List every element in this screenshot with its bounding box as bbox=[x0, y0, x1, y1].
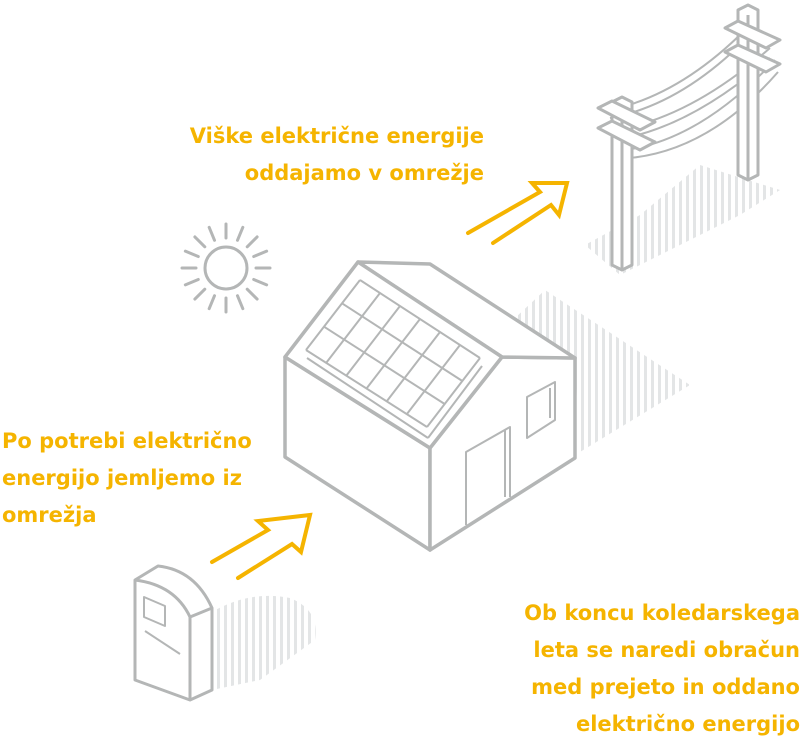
caption-line: energijo jemljemo iz bbox=[2, 466, 242, 490]
meter-shadow bbox=[212, 595, 316, 690]
caption-line: električno energijo bbox=[575, 712, 800, 736]
panel-grid-line bbox=[305, 349, 428, 428]
sun-ray bbox=[252, 277, 269, 287]
sun-ray bbox=[193, 235, 207, 249]
panel-grid-line bbox=[325, 292, 381, 364]
panel-grid-line bbox=[385, 331, 441, 402]
panel-grid-line bbox=[365, 318, 421, 390]
sun-ray bbox=[183, 249, 200, 259]
power-pole-icon bbox=[596, 3, 782, 272]
panel-grid-line bbox=[345, 305, 401, 377]
pole-shadow bbox=[585, 165, 780, 275]
caption-line: leta se naredi obračun bbox=[533, 638, 800, 662]
door bbox=[465, 426, 511, 525]
arrow-icon bbox=[210, 512, 313, 580]
sun-ray bbox=[245, 235, 259, 249]
caption-line: med prejeto in oddano bbox=[531, 675, 800, 699]
sun-ray bbox=[183, 277, 200, 287]
sun-ray bbox=[193, 287, 207, 301]
caption-import: Po potrebi električno energijo jemljemo … bbox=[2, 423, 252, 534]
caption-line: oddajamo v omrežje bbox=[244, 161, 484, 185]
panel-grid-line bbox=[341, 302, 463, 382]
sun-icon bbox=[180, 222, 272, 314]
solar-panel-icon bbox=[305, 279, 481, 428]
arrow-icon bbox=[466, 181, 570, 245]
house-icon bbox=[283, 260, 577, 552]
sun-ray bbox=[252, 249, 269, 259]
electricity-meter-icon bbox=[133, 564, 214, 702]
caption-billing: Ob koncu koledarskega leta se naredi obr… bbox=[524, 595, 800, 740]
caption-line: Ob koncu koledarskega bbox=[524, 601, 800, 625]
sun-ray bbox=[207, 225, 217, 242]
panel-grid-line bbox=[305, 279, 361, 351]
panel-grid-line bbox=[406, 344, 461, 415]
window bbox=[526, 381, 556, 439]
sun-ray bbox=[245, 287, 259, 301]
sun-ray bbox=[207, 294, 217, 311]
panel-grid-line bbox=[359, 279, 481, 359]
caption-line: Viške električne energije bbox=[189, 124, 484, 148]
panel-grid-line bbox=[426, 357, 481, 428]
caption-export: Viške električne energije oddajamo v omr… bbox=[190, 118, 484, 192]
caption-line: omrežja bbox=[2, 503, 97, 527]
house-shadow bbox=[515, 290, 690, 452]
sun-ray bbox=[235, 294, 245, 311]
sun-ray bbox=[235, 225, 245, 242]
caption-line: Po potrebi električno bbox=[2, 429, 252, 453]
panel-grid-line bbox=[323, 325, 446, 405]
